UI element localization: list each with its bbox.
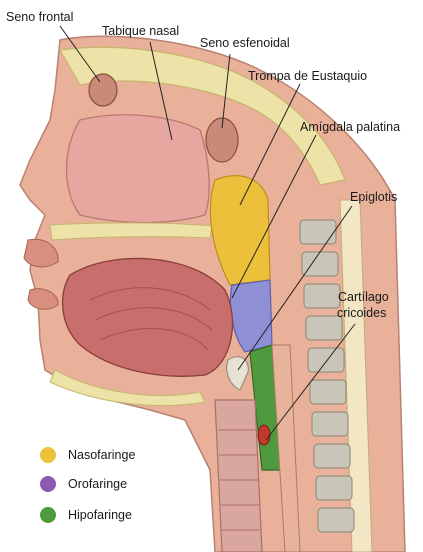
legend-item-hypopharynx: Hipofaringe [40,505,132,525]
legend-label-oropharynx: Orofaringe [68,477,127,491]
legend-swatch-hypopharynx [40,507,56,523]
label-frontal-sinus: Seno frontal [6,10,73,24]
trachea-shape [215,400,262,552]
label-cricoid-line2: cricoides [337,306,386,320]
nasal-cavity-shape [67,115,210,223]
label-eustachian-tube: Trompa de Eustaquio [248,69,367,83]
legend-label-nasopharynx: Nasofaringe [68,448,135,462]
legend-label-hypopharynx: Hipofaringe [68,508,132,522]
cricoid-cartilage-shape [258,425,270,445]
label-sphenoid-sinus: Seno esfenoidal [200,36,290,50]
label-epiglottis: Epiglotis [350,190,397,204]
label-palatine-tonsil: Amígdala palatina [300,120,400,134]
label-nasal-septum: Tabique nasal [102,24,179,38]
legend-item-nasopharynx: Nasofaringe [40,445,135,465]
legend-swatch-oropharynx [40,476,56,492]
label-cricoid-line1: Cartílago [338,290,389,304]
legend-item-oropharynx: Orofaringe [40,474,127,494]
legend-swatch-nasopharynx [40,447,56,463]
frontal-sinus-shape [89,74,117,106]
